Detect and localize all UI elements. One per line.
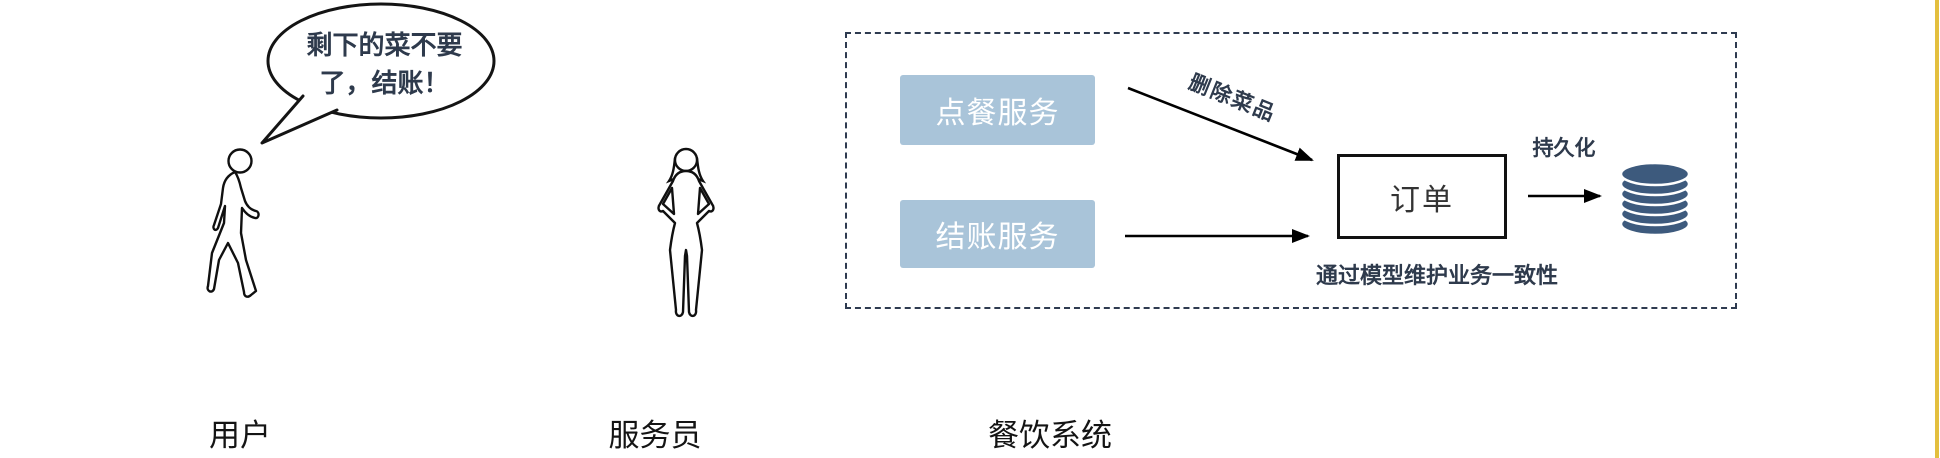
waiter-label: 服务员 <box>608 418 702 453</box>
checkout-service-label: 结账服务 <box>935 221 1060 254</box>
database-icon <box>1619 161 1691 237</box>
persist-arrow-label: 持久化 <box>1532 137 1596 160</box>
checkout-service-box: 结账服务 <box>900 200 1095 268</box>
ordering-service-label: 点餐服务 <box>935 97 1060 130</box>
restaurant-system-frame <box>845 32 1737 309</box>
restaurant-system-label: 餐饮系统 <box>988 418 1112 453</box>
order-box: 订单 <box>1337 154 1507 239</box>
order-box-label: 订单 <box>1390 183 1454 217</box>
right-edge-accent-strip <box>1935 0 1939 458</box>
standing-person-icon <box>657 147 715 318</box>
speech-line-1: 剩下的菜不要 <box>306 30 463 60</box>
ordering-service-box: 点餐服务 <box>900 75 1095 145</box>
consistency-caption: 通过模型维护业务一致性 <box>1315 263 1558 288</box>
speech-bubble-text: 剩下的菜不要 了，结账！ <box>287 26 482 102</box>
speech-line-2: 了，结账！ <box>319 68 450 98</box>
arrow-delete-dish <box>1127 86 1314 162</box>
walking-person-icon <box>206 148 260 298</box>
user-label: 用户 <box>209 418 271 453</box>
speech-bubble-icon <box>260 2 496 145</box>
